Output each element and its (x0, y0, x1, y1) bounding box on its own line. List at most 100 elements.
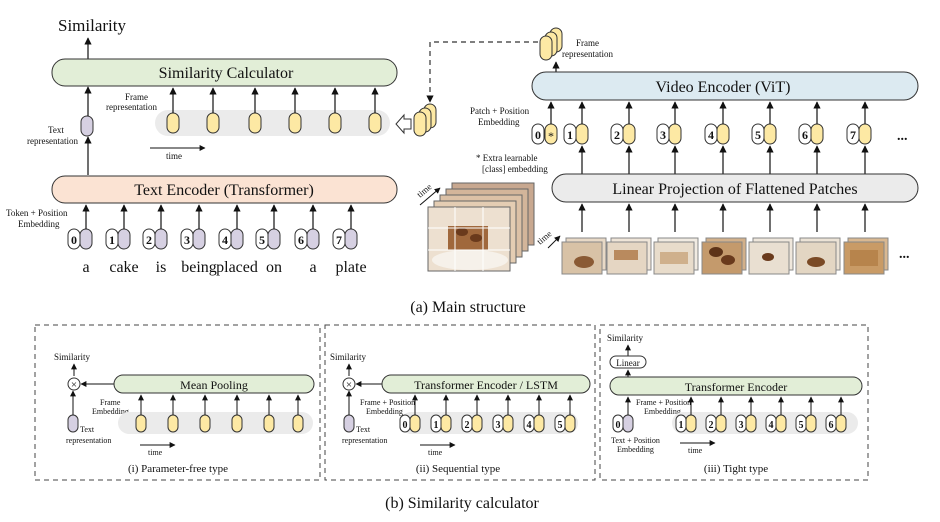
svg-text:5: 5 (799, 420, 804, 431)
panel-iii-frame-tokens: 1 2 3 4 5 6 (675, 396, 847, 433)
svg-text:Frame + Position: Frame + Position (636, 398, 691, 407)
svg-text:7: 7 (336, 233, 342, 247)
patch-pos-label-1: Patch + Position (470, 106, 530, 116)
token-embeddings: 0 1 2 3 4 5 6 7 (67, 204, 358, 250)
svg-text:0: 0 (616, 420, 621, 431)
svg-text:Frame + Position: Frame + Position (360, 398, 415, 407)
svg-text:5: 5 (259, 233, 265, 247)
panel-i-similarity: Similarity (54, 352, 91, 362)
dashed-connector (426, 41, 538, 103)
svg-text:4: 4 (708, 128, 714, 142)
word: plate (335, 259, 366, 276)
panel-i-block (113, 374, 315, 394)
svg-text:representation: representation (342, 436, 387, 445)
token-pos-label-2: Embedding (18, 219, 60, 229)
frame-repr-left-1: Frame (125, 92, 148, 102)
similarity-calculator-label: Similarity Calculator (159, 65, 294, 82)
patch-4: 4 (704, 101, 730, 145)
panel-i-text-token (67, 414, 79, 433)
svg-text:1: 1 (434, 420, 439, 431)
patch-0: 0* (531, 101, 558, 145)
text-repr-label-2: representation (27, 136, 78, 146)
word: being (181, 259, 217, 276)
token-5: 5 (255, 204, 281, 250)
patch-thumb (653, 237, 699, 275)
text-encoder-label: Text Encoder (Transformer) (134, 182, 314, 199)
projection-arrows (578, 145, 869, 174)
panel-ii-block-label: Transformer Encoder / LSTM (414, 378, 558, 392)
frame-representation-band (155, 110, 390, 136)
patch-thumbnails: ... (561, 237, 910, 275)
video-frames-stack (427, 182, 535, 272)
svg-text:×: × (71, 379, 77, 391)
svg-text:6: 6 (298, 233, 304, 247)
svg-text:4: 4 (769, 420, 774, 431)
extra-learnable-2: [class] embedding (482, 164, 548, 174)
time-label-video: time (415, 182, 434, 200)
time-label-left: time (166, 151, 182, 161)
word: cake (109, 259, 138, 276)
linear-projection-block (551, 173, 919, 203)
svg-text:5: 5 (558, 420, 563, 431)
patch-thumb (606, 237, 652, 275)
word: placed (216, 259, 258, 276)
panel-ii-text-token (343, 414, 355, 433)
frame-representation-arrows (169, 87, 379, 113)
panel-iii-block (609, 376, 863, 396)
patch-thumb (701, 237, 747, 275)
svg-text:3: 3 (739, 420, 744, 431)
patch-2: 2 (610, 101, 636, 145)
panel-i-multiply-icon (67, 377, 81, 391)
patch-7: 7 (846, 101, 872, 145)
caption-words: a cake is being placed on a plate (82, 259, 366, 276)
svg-text:Embedding: Embedding (617, 445, 654, 454)
patch-pos-label-2: Embedding (478, 117, 520, 127)
text-representation-token (80, 115, 94, 137)
svg-text:2: 2 (709, 420, 714, 431)
svg-text:Frame: Frame (100, 398, 121, 407)
svg-text:6: 6 (802, 128, 808, 142)
panel-iii-caption: (iii) Tight type (704, 463, 768, 475)
word: on (266, 259, 282, 276)
caption-main-structure: (a) Main structure (410, 299, 526, 316)
svg-text:2: 2 (465, 420, 470, 431)
panel-iii-similarity: Similarity (607, 333, 644, 343)
svg-text:3: 3 (184, 233, 190, 247)
svg-text:Embedding: Embedding (366, 407, 403, 416)
video-encoder-block (531, 71, 919, 101)
panel-i-block-label: Mean Pooling (180, 378, 248, 392)
token-7: 7 (332, 204, 358, 250)
thumb-ellipsis: ... (899, 247, 910, 262)
video-encoder-label: Video Encoder (ViT) (656, 79, 791, 96)
word: is (156, 259, 167, 276)
frame-repr-right-1: Frame (576, 38, 599, 48)
text-repr-label-1: Text (48, 125, 64, 135)
patch-5: 5 (751, 101, 777, 145)
svg-text:time: time (148, 448, 163, 457)
svg-text:3: 3 (660, 128, 666, 142)
panel-iii-linear-block (609, 355, 647, 369)
similarity-top-label: Similarity (58, 16, 127, 35)
svg-text:2: 2 (614, 128, 620, 142)
token-6: 6 (294, 204, 320, 250)
panel-iii-border (599, 324, 869, 481)
frame-to-projection-arrows (578, 203, 869, 232)
svg-text:0: 0 (71, 233, 77, 247)
svg-text:1: 1 (567, 128, 573, 142)
text-encoder-block (51, 175, 398, 204)
panel-iii-text-token (622, 414, 634, 433)
svg-text:0: 0 (403, 420, 408, 431)
panel-i-border (34, 324, 321, 481)
panel-i-caption: (i) Parameter-free type (128, 463, 228, 475)
token-1: 1 (105, 204, 131, 250)
svg-text:Embedding: Embedding (644, 407, 681, 416)
panel-ii-border (324, 324, 596, 481)
panel-ii-similarity: Similarity (330, 352, 367, 362)
svg-text:representation: representation (66, 436, 111, 445)
svg-text:0: 0 (535, 128, 541, 142)
word: a (309, 259, 316, 276)
linear-projection-label: Linear Projection of Flattened Patches (612, 181, 857, 198)
caption-similarity-calculator: (b) Similarity calculator (385, 495, 539, 512)
frame-stack-right-icon (539, 27, 563, 61)
